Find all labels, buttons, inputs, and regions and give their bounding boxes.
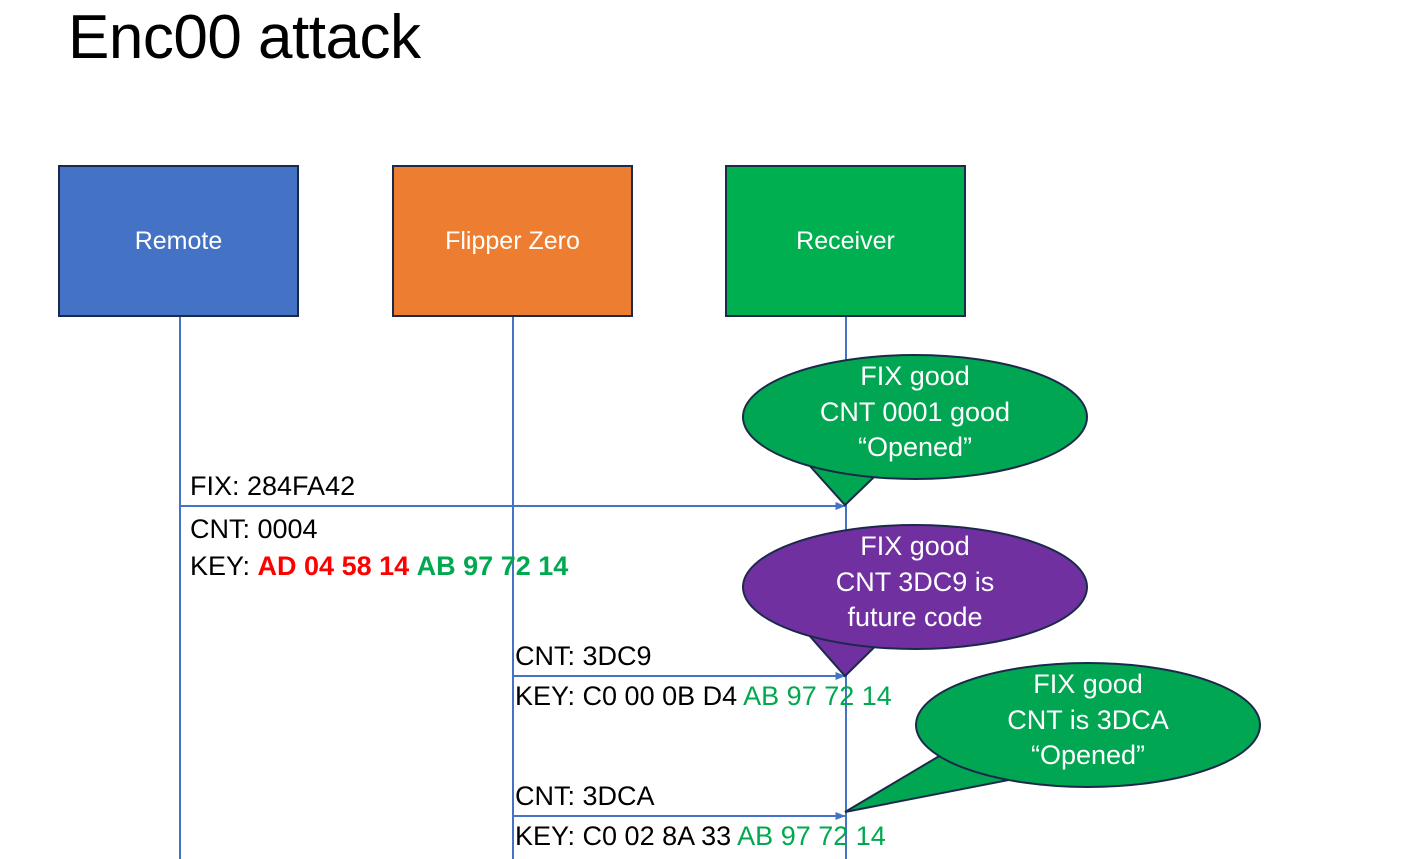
message-3-key-prefix: KEY: C0 02 8A 33 [515,821,738,851]
message-3-label-key: KEY: C0 02 8A 33 AB 97 72 14 [515,823,886,850]
message-1-key-prefix: KEY: [190,551,258,581]
actor-label-remote: Remote [134,226,223,255]
message-1-key-red: AD 04 58 14 [257,551,410,581]
message-3-label-above: CNT: 3DCA [515,781,655,811]
message-1-label-cnt: CNT: 0004 [190,514,318,544]
actor-box-remote[interactable]: Remote [58,165,299,317]
message-3-key-green: AB 97 72 14 [737,821,886,851]
message-1-label-above: FIX: 284FA42 [190,471,356,501]
callout-3-shape[interactable] [844,662,1261,813]
message-2-label-above: CNT: 3DC9 [515,641,652,671]
message-1-key-green: AB 97 72 14 [416,551,569,581]
message-2-key-green: AB 97 72 14 [743,681,892,711]
actor-label-receiver: Receiver [796,226,895,255]
message-2-label-key: KEY: C0 00 0B D4 AB 97 72 14 [515,683,892,710]
message-1-label-key: KEY: AD 04 58 14 AB 97 72 14 [190,553,568,580]
callout-2-shape[interactable] [742,524,1088,678]
message-2-key-prefix: KEY: C0 00 0B D4 [515,681,744,711]
actor-label-flipper: Flipper Zero [445,226,580,255]
actor-box-flipper[interactable]: Flipper Zero [392,165,633,317]
callout-1-shape[interactable] [742,354,1088,507]
actor-box-receiver[interactable]: Receiver [725,165,966,317]
page-title: Enc00 attack [68,3,421,72]
